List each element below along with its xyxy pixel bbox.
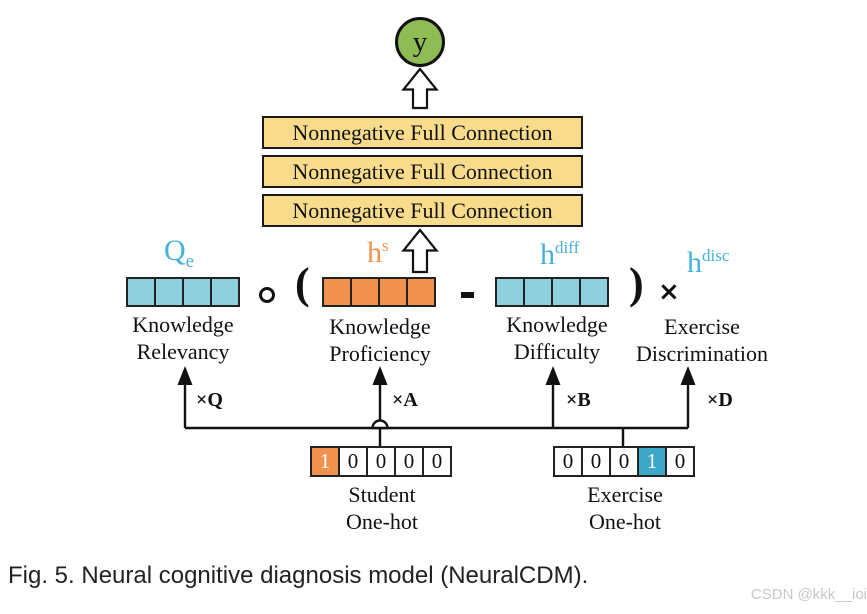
fc-layer-1-label: Nonnegative Full Connection xyxy=(292,119,553,145)
times-operator: × xyxy=(658,277,680,307)
label-line: Discrimination xyxy=(636,341,768,366)
label-line: Exercise xyxy=(664,314,740,339)
hdiff-math-label: hdiff xyxy=(540,233,579,270)
fc-layer-1: Nonnegative Full Connection xyxy=(262,116,583,149)
multiplier-q-label: ×Q xyxy=(196,389,223,411)
label-line: Student xyxy=(348,482,416,507)
knowledge-proficiency-label: Knowledge Proficiency xyxy=(300,313,460,367)
label-line: Exercise xyxy=(587,482,663,507)
onehot-cell: 1 xyxy=(637,448,665,475)
onehot-cell: 0 xyxy=(555,448,581,475)
output-node-label: y xyxy=(412,25,428,58)
onehot-cell: 1 xyxy=(312,448,338,475)
label-line: Knowledge xyxy=(506,312,608,337)
exercise-onehot-vector: 0 0 0 1 0 xyxy=(553,446,695,477)
vector-cell xyxy=(350,279,378,305)
arrow-d-head xyxy=(680,366,696,385)
label-line: Knowledge xyxy=(329,314,431,339)
vector-cell xyxy=(182,279,210,305)
hdisc-math-label: hdisc xyxy=(687,241,729,278)
hdiff-sup: diff xyxy=(555,238,580,257)
hs-base: h xyxy=(367,236,382,269)
hdisc-sup: disc xyxy=(702,246,730,265)
label-line: Difficulty xyxy=(513,339,601,364)
onehot-cell: 0 xyxy=(665,448,693,475)
onehot-cell: 0 xyxy=(422,448,450,475)
onehot-cell: 0 xyxy=(338,448,366,475)
open-paren: ( xyxy=(295,259,310,308)
layers-to-output-arrow-icon xyxy=(401,67,439,110)
label-line: Relevancy xyxy=(136,339,230,364)
fc-layer-2: Nonnegative Full Connection xyxy=(262,155,583,188)
vector-cell xyxy=(497,279,523,305)
multiplier-a-label: ×A xyxy=(392,389,418,411)
qe-sub: e xyxy=(185,251,195,272)
fc-layer-3: Nonnegative Full Connection xyxy=(262,194,583,227)
vector-cell xyxy=(579,279,607,305)
minus-operator-icon xyxy=(461,292,474,298)
qe-math-label: Qe xyxy=(164,236,194,277)
knowledge-difficulty-label: Knowledge Difficulty xyxy=(477,311,637,365)
arrow-a-head xyxy=(372,366,388,385)
arrow-b-head xyxy=(545,366,561,385)
hdiff-base: h xyxy=(540,238,555,271)
hs-math-label: hs xyxy=(367,231,389,268)
vector-cell xyxy=(551,279,579,305)
multiplier-b-label: ×B xyxy=(566,389,591,411)
knowledge-relevancy-label: Knowledge Relevancy xyxy=(103,311,263,365)
exercise-onehot-label: Exercise One-hot xyxy=(555,481,695,535)
knowledge-relevancy-vector xyxy=(126,277,240,307)
hs-sup: s xyxy=(382,236,389,255)
onehot-cell: 0 xyxy=(394,448,422,475)
label-line: One-hot xyxy=(345,509,419,534)
student-onehot-label: Student One-hot xyxy=(312,481,452,535)
hadamard-operator-icon xyxy=(259,287,275,303)
fc-layer-3-label: Nonnegative Full Connection xyxy=(292,197,553,223)
hdisc-base: h xyxy=(687,246,702,279)
vector-cell xyxy=(378,279,406,305)
student-onehot-vector: 1 0 0 0 0 xyxy=(310,446,452,477)
formula-to-layers-arrow-icon xyxy=(401,228,439,274)
label-line: Proficiency xyxy=(329,341,431,366)
label-line: Knowledge xyxy=(132,312,234,337)
onehot-cell: 0 xyxy=(609,448,637,475)
line-hop xyxy=(371,419,389,430)
vector-cell xyxy=(523,279,551,305)
onehot-cell: 0 xyxy=(366,448,394,475)
vector-cell xyxy=(154,279,182,305)
vector-cell xyxy=(324,279,350,305)
onehot-cell: 0 xyxy=(581,448,609,475)
output-node: y xyxy=(395,17,445,67)
arrow-q-head xyxy=(177,366,193,385)
label-line: One-hot xyxy=(588,509,662,534)
exercise-discrimination-label: Exercise Discrimination xyxy=(607,313,797,367)
knowledge-difficulty-vector xyxy=(495,277,609,307)
vector-cell xyxy=(210,279,238,305)
knowledge-proficiency-vector xyxy=(322,277,436,307)
close-paren: ) xyxy=(629,259,644,308)
multiplier-d-label: ×D xyxy=(707,389,733,411)
fc-layer-2-label: Nonnegative Full Connection xyxy=(292,158,553,184)
vector-cell xyxy=(128,279,154,305)
watermark: CSDN @kkk__ioi xyxy=(750,586,867,603)
qe-base: Q xyxy=(164,234,186,267)
figure-caption: Fig. 5. Neural cognitive diagnosis model… xyxy=(8,562,589,589)
vector-cell xyxy=(406,279,434,305)
